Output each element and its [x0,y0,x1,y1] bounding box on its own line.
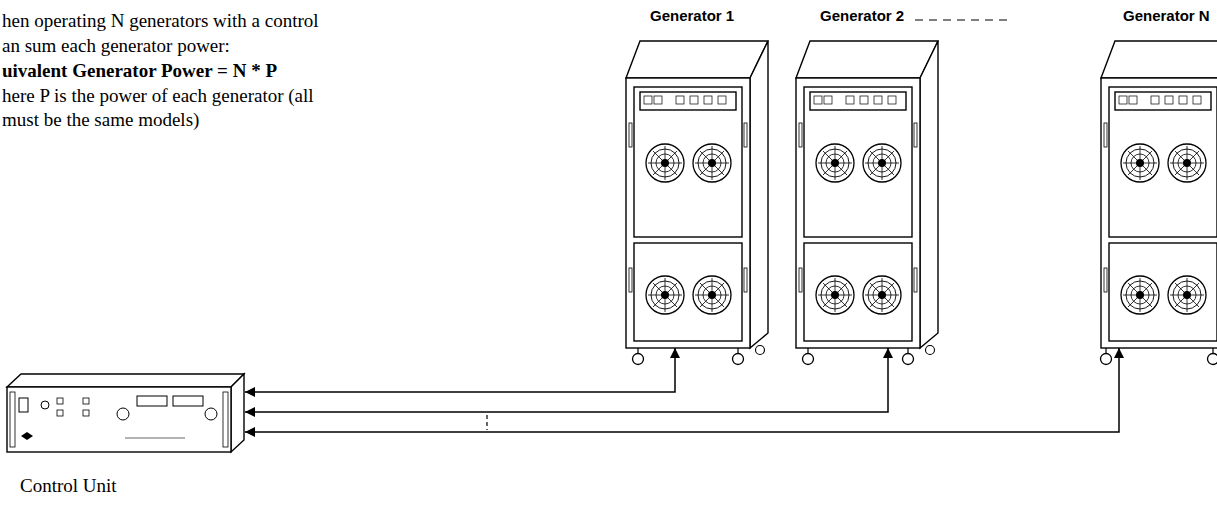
fan-symbol [693,276,731,314]
fan-symbol [816,144,854,182]
node-shape [1095,3,1217,348]
node-shape [620,3,770,348]
generator-node: Generator N [1095,3,1217,348]
caster-wheel [1208,348,1217,365]
fan-symbol [1121,144,1159,182]
control-link-arrow [245,348,675,392]
note-text: hen operating N generators with a contro… [2,10,319,32]
control-unit-box [7,374,244,452]
note-text: uivalent Generator Power = N * P [2,60,277,82]
caster-wheel [756,346,765,355]
caster-wheel [733,348,744,365]
caster-wheel [633,348,644,365]
control-link-arrow [245,348,888,412]
note-text: an sum each generator power: [2,35,230,57]
continuation-dashes [486,415,487,430]
fan-symbol [1168,276,1206,314]
fan-symbol [1121,276,1159,314]
fan-symbol [646,144,684,182]
caster-wheel [1101,348,1112,365]
caster-wheel [926,346,935,355]
fan-symbol [693,144,731,182]
generator-node: Generator 1 [620,3,770,348]
generator-cabinet [796,41,938,365]
fan-symbol [1168,144,1206,182]
node-shape [790,3,940,348]
generator-cabinet [1101,41,1217,365]
generator-node: Generator 2 [790,3,940,348]
caster-wheel [903,348,914,365]
fan-symbol [646,276,684,314]
unit-label: Control Unit [20,475,117,497]
control-unit-node: Control Unit [5,372,245,502]
continuation-dashes [915,19,1012,20]
caster-wheel [803,348,814,365]
control-link-arrow [245,348,1119,432]
fan-symbol [863,276,901,314]
note-text: here P is the power of each generator (a… [2,85,314,107]
generator-title: Generator 2 [820,7,904,25]
generator-title: Generator 1 [650,7,734,25]
fan-symbol [816,276,854,314]
generator-cabinet [626,41,768,365]
fan-symbol [863,144,901,182]
generator-title: Generator N [1123,7,1210,25]
note-text: must be the same models) [2,109,199,131]
